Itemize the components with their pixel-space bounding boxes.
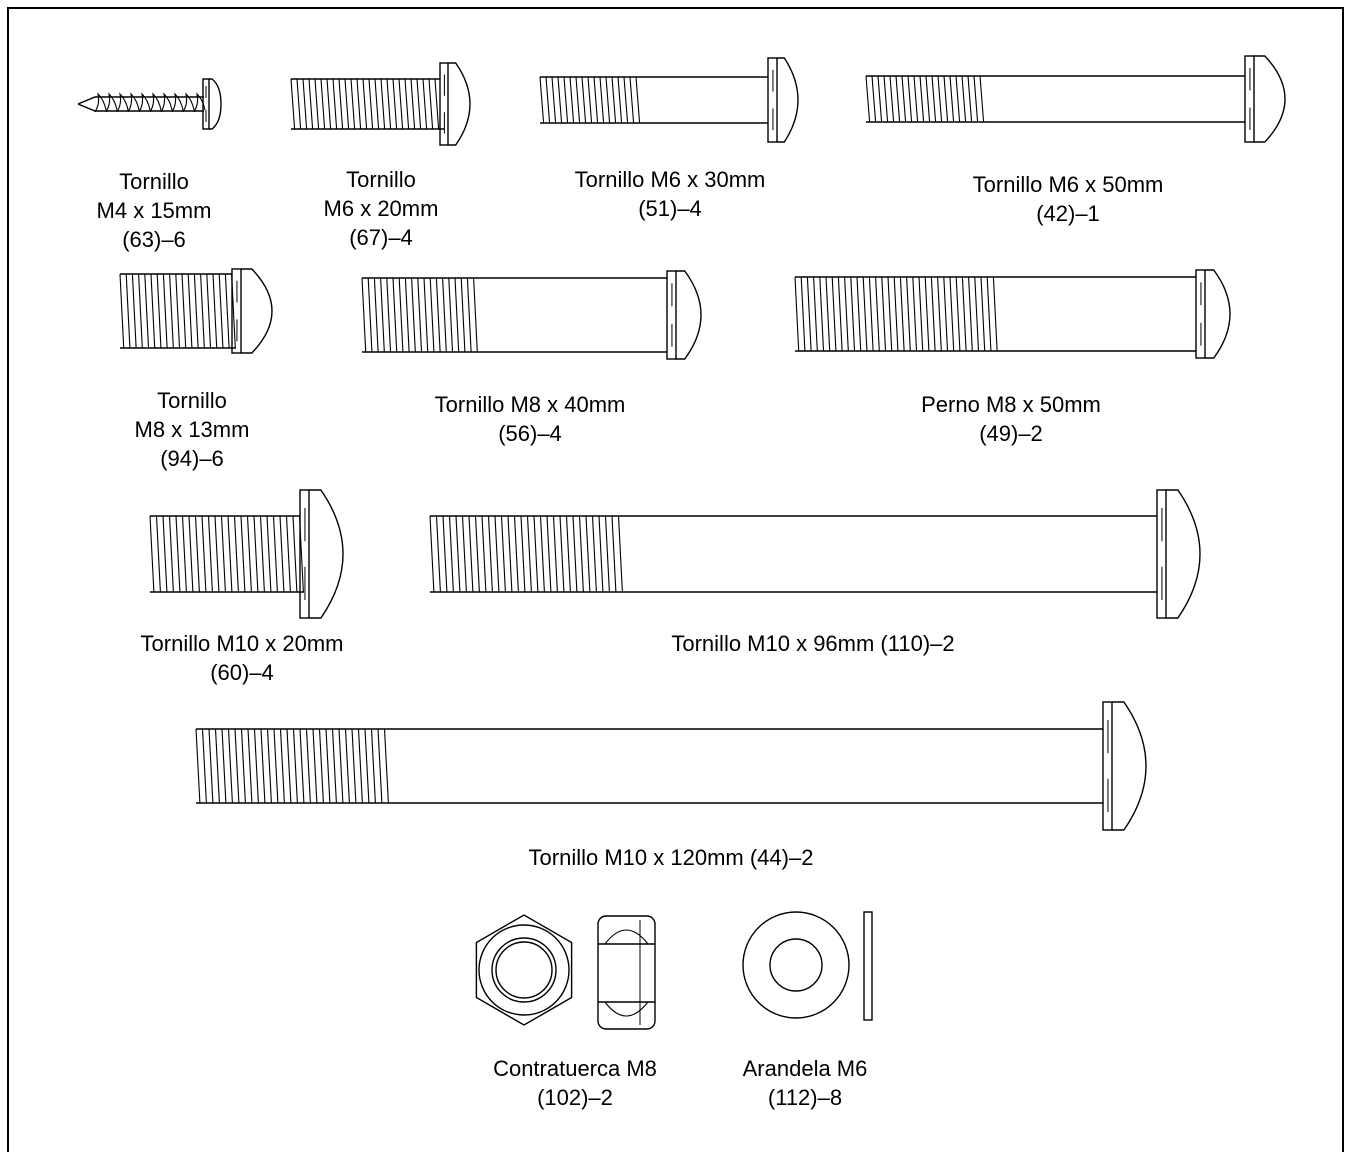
bolt-m10x96-drawing bbox=[429, 489, 1201, 619]
bolt-m6x30-drawing bbox=[539, 57, 799, 143]
bolt-m6x20-drawing bbox=[290, 62, 471, 146]
bolt-m10x20-drawing bbox=[149, 489, 344, 619]
label-tornillo-m6x30: Tornillo M6 x 30mm(51)–4 bbox=[574, 167, 766, 221]
locknut-front-drawing bbox=[475, 914, 573, 1026]
label-tornillo-m6x50: Tornillo M6 x 50mm(42)–1 bbox=[972, 172, 1164, 226]
label-tornillo-m8x40: Tornillo M8 x 40mm(56)–4 bbox=[434, 392, 626, 446]
bolt-m10x120-drawing bbox=[195, 701, 1147, 831]
label-perno-m8x50: Perno M8 x 50mm(49)–2 bbox=[921, 392, 1101, 446]
bolt-m8x40-drawing bbox=[361, 270, 702, 360]
label-tornillo-m10x96: Tornillo M10 x 96mm (110)–2 bbox=[671, 631, 955, 656]
screw-m4x15-drawing bbox=[77, 78, 222, 130]
label-tornillo-m10x120: Tornillo M10 x 120mm (44)–2 bbox=[528, 845, 814, 870]
locknut-side-drawing bbox=[597, 915, 656, 1030]
label-contratuerca-m8: Contratuerca M8(102)–2 bbox=[493, 1056, 657, 1110]
parts-frame bbox=[7, 7, 1344, 1152]
washer-drawing bbox=[742, 911, 873, 1021]
bolt-m6x50-drawing bbox=[865, 55, 1286, 143]
bolt-m8x50-drawing bbox=[794, 269, 1231, 359]
bolt-m8x13-drawing bbox=[119, 268, 273, 354]
label-arandela-m6: Arandela M6(112)–8 bbox=[742, 1056, 868, 1110]
label-tornillo-m10x20: Tornillo M10 x 20mm(60)–4 bbox=[140, 631, 344, 685]
